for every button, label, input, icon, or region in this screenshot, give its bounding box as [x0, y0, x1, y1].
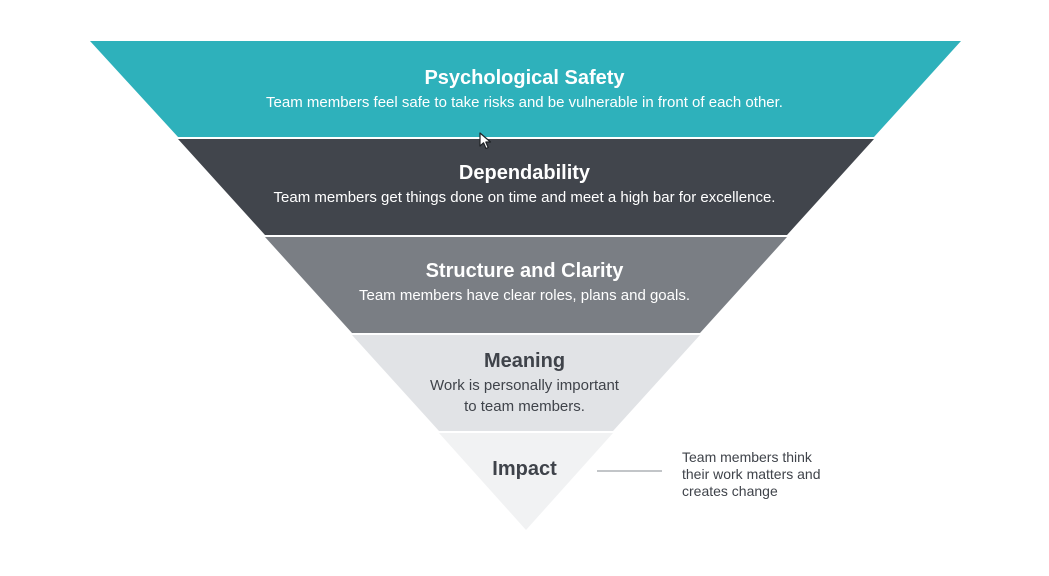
- layer-shape-meaning: [352, 335, 700, 431]
- impact-callout-text: Team members think their work matters an…: [682, 449, 902, 500]
- layer-shape-structure-and-clarity: [265, 237, 787, 333]
- mouse-pointer-icon: [479, 132, 492, 150]
- layer-shape-impact: [439, 433, 613, 530]
- layer-shape-dependability: [178, 139, 874, 235]
- callout-line: their work matters and: [682, 466, 821, 482]
- layer-shape-psychological-safety: [90, 41, 961, 137]
- callout-line: creates change: [682, 483, 778, 499]
- callout-line: Team members think: [682, 449, 812, 465]
